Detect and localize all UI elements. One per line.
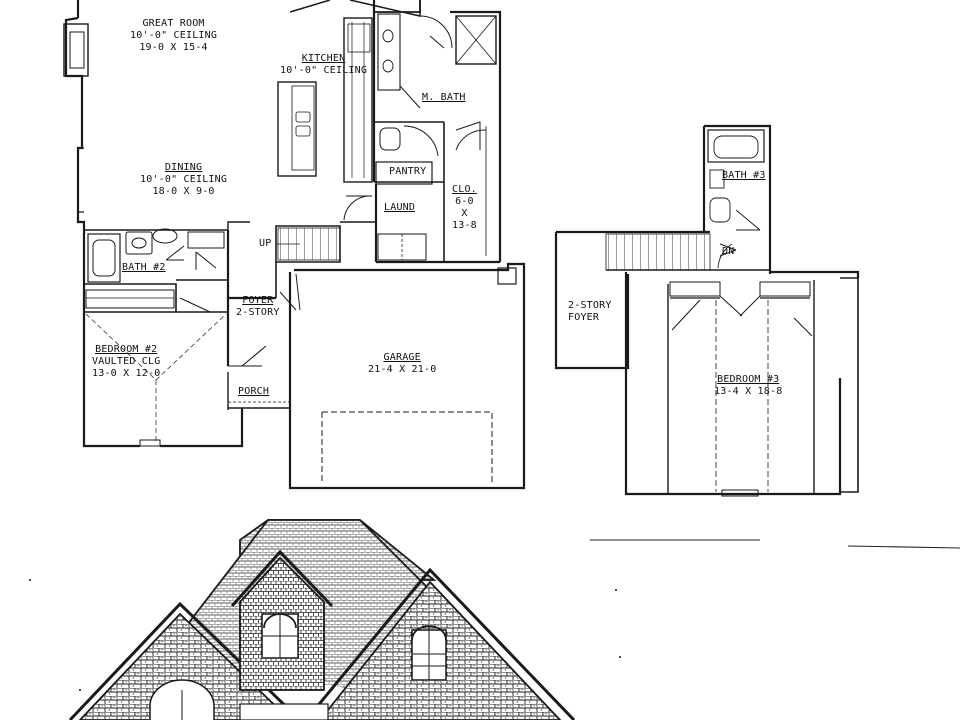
great-room-size: 19-0 X 15-4 [139, 42, 208, 53]
closet-name: CLO. [452, 184, 477, 195]
laundry-label: LAUND [384, 202, 416, 213]
kitchen-label: KITCHEN 10'-0" CEILING [280, 53, 367, 77]
closet-x: X [461, 208, 468, 219]
upper-foyer-name: 2-STORY [568, 300, 612, 311]
great-room-ceiling: 10'-0" CEILING [130, 30, 218, 41]
garage-size: 21-4 X 21-0 [368, 364, 437, 375]
great-room-label: GREAT ROOM 10'-0" CEILING 19-0 X 15-4 [130, 18, 217, 54]
kitchen-ceiling: 10'-0" CEILING [280, 65, 368, 76]
foyer-label: FOYER 2-STORY [236, 295, 280, 319]
bedroom2-ceiling: VAULTED CLG [92, 356, 161, 367]
garage-name: GARAGE [383, 352, 421, 363]
dining-size: 18-0 X 9-0 [152, 186, 215, 197]
garage-label: GARAGE 21-4 X 21-0 [368, 352, 436, 376]
kitchen-name: KITCHEN [301, 53, 346, 64]
stair-up-label: UP [259, 238, 272, 249]
bedroom2-label: BEDROOM #2 VAULTED CLG 13-0 X 12-0 [92, 344, 160, 380]
upper-foyer-label: 2-STORY FOYER [568, 300, 612, 324]
stair-down-label: DN [722, 246, 735, 257]
bedroom2-name: BEDROOM #2 [95, 344, 158, 355]
great-room-name: GREAT ROOM [142, 18, 205, 29]
bedroom3-name: BEDROOM #3 [717, 374, 780, 385]
foyer-note: 2-STORY [236, 307, 280, 318]
bedroom3-size: 13-4 X 18-8 [714, 386, 783, 397]
bedroom3-label: BEDROOM #3 13-4 X 18-8 [714, 374, 782, 398]
bedroom2-size: 13-0 X 12-0 [92, 368, 161, 379]
bath2-label: BATH #2 [122, 262, 166, 273]
pantry-label: PANTRY [389, 166, 427, 177]
dining-name: DINING [164, 162, 203, 173]
foyer-name: FOYER [242, 295, 274, 306]
porch-label: PORCH [238, 386, 270, 397]
dining-ceiling: 10'-0" CEILING [140, 174, 228, 185]
upper-foyer-note: FOYER [568, 312, 600, 323]
closet-depth: 13-8 [452, 220, 477, 231]
bath3-label: BATH #3 [722, 170, 766, 181]
closet-width: 6-0 [455, 196, 474, 207]
m-bath-label: M. BATH [422, 92, 466, 103]
closet-label: CLO. 6-0 X 13-8 [452, 184, 477, 232]
dining-label: DINING 10'-0" CEILING 18-0 X 9-0 [140, 162, 227, 198]
